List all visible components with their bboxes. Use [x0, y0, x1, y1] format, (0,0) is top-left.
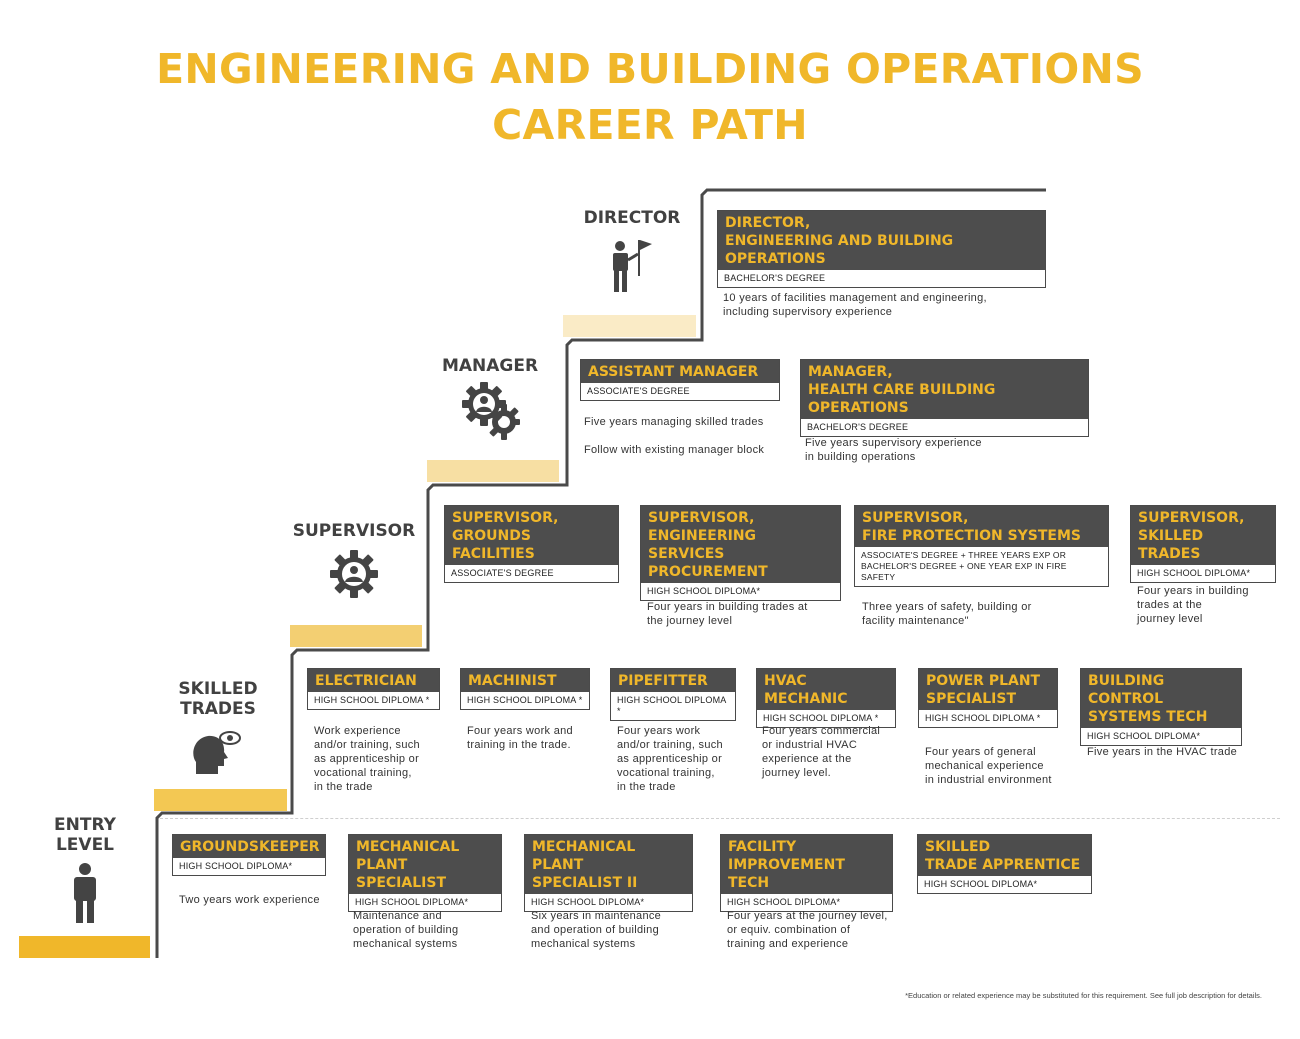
job-desc-manager-health-care: Five years supervisory experience in bui… [805, 437, 982, 463]
job-supervisor-skilled-trades: SUPERVISOR, SKILLED TRADES HIGH SCHOOL D… [1130, 505, 1276, 583]
job-skilled-trade-apprentice: SKILLED TRADE APPRENTICE HIGH SCHOOL DIP… [917, 834, 1092, 894]
job-desc-electrician: Work experience and/or training, such as… [314, 725, 420, 793]
job-desc-building-control-tech: Five years in the HVAC trade [1087, 746, 1238, 758]
level-label-manager: MANAGER [441, 356, 539, 376]
job-title: MANAGER, HEALTH CARE BUILDING OPERATIONS [801, 360, 1088, 419]
job-assistant-manager: ASSISTANT MANAGER ASSOCIATE'S DEGREE [580, 359, 780, 401]
job-title: BUILDING CONTROL SYSTEMS TECH [1081, 669, 1241, 728]
page-title-line2: CAREER PATH [492, 101, 808, 149]
job-requirement: ASSOCIATE'S DEGREE [587, 386, 690, 396]
job-title: DIRECTOR, ENGINEERING AND BUILDING OPERA… [718, 211, 1045, 270]
job-supervisor-fire: SUPERVISOR, FIRE PROTECTION SYSTEMS ASSO… [854, 505, 1109, 587]
job-desc-machinist: Four years work and training in the trad… [467, 725, 573, 751]
gear-person-icon [330, 550, 378, 598]
job-desc-mechanical-plant-specialist-2: Six years in maintenance and operation o… [531, 910, 662, 950]
footnote: *Education or related experience may be … [905, 991, 1262, 1000]
job-desc-supervisor-fire: Three years of safety, building or facil… [862, 601, 1032, 627]
step-bar-entry [19, 936, 150, 958]
step-bar-skilled [154, 789, 287, 811]
job-hvac-mechanic: HVAC MECHANIC HIGH SCHOOL DIPLOMA * [756, 668, 896, 728]
job-director: DIRECTOR, ENGINEERING AND BUILDING OPERA… [717, 210, 1046, 288]
level-divider [160, 818, 1280, 819]
job-requirement: HIGH SCHOOL DIPLOMA * [617, 695, 726, 716]
job-mechanical-plant-specialist-2: MECHANICAL PLANT SPECIALIST II HIGH SCHO… [524, 834, 693, 912]
job-pipefitter: PIPEFITTER HIGH SCHOOL DIPLOMA * [610, 668, 736, 721]
job-title: MECHANICAL PLANT SPECIALIST II [525, 835, 692, 894]
job-requirement: HIGH SCHOOL DIPLOMA* [1137, 568, 1251, 578]
job-requirement: BACHELOR'S DEGREE [724, 273, 826, 283]
job-requirement: HIGH SCHOOL DIPLOMA * [467, 695, 583, 705]
job-title: FACILITY IMPROVEMENT TECH [721, 835, 892, 894]
step-bar-director [563, 315, 696, 337]
job-manager-health-care: MANAGER, HEALTH CARE BUILDING OPERATIONS… [800, 359, 1089, 437]
job-requirement: HIGH SCHOOL DIPLOMA* [531, 897, 645, 907]
job-desc-assistant-manager: Five years managing skilled trades Follo… [584, 416, 765, 456]
job-desc-pipefitter: Four years work and/or training, such as… [617, 725, 723, 793]
page-title-line1: ENGINEERING AND BUILDING OPERATIONS [156, 45, 1144, 93]
job-requirement: BACHELOR'S DEGREE [807, 422, 909, 432]
job-title: SKILLED TRADE APPRENTICE [918, 835, 1091, 876]
job-mechanical-plant-specialist: MECHANICAL PLANT SPECIALIST HIGH SCHOOL … [348, 834, 502, 912]
job-requirement: HIGH SCHOOL DIPLOMA * [763, 713, 879, 723]
job-desc-mechanical-plant-specialist: Maintenance and operation of building me… [353, 910, 459, 950]
job-title: ASSISTANT MANAGER [581, 360, 779, 383]
level-label-director: DIRECTOR [583, 208, 681, 228]
job-title: SUPERVISOR, GROUNDS FACILITIES [445, 506, 618, 565]
job-facility-improvement-tech: FACILITY IMPROVEMENT TECH HIGH SCHOOL DI… [720, 834, 893, 912]
job-title: SUPERVISOR, FIRE PROTECTION SYSTEMS [855, 506, 1108, 547]
job-power-plant-specialist: POWER PLANT SPECIALIST HIGH SCHOOL DIPLO… [918, 668, 1058, 728]
job-requirement: HIGH SCHOOL DIPLOMA* [1087, 731, 1201, 741]
head-eye-icon [193, 731, 241, 774]
step-bar-manager [427, 460, 559, 482]
job-title: PIPEFITTER [611, 669, 735, 692]
job-title: POWER PLANT SPECIALIST [919, 669, 1057, 710]
job-requirement: HIGH SCHOOL DIPLOMA* [924, 879, 1038, 889]
gears-person-icon [462, 382, 520, 440]
job-requirement: HIGH SCHOOL DIPLOMA* [355, 897, 469, 907]
job-desc-groundskeeper: Two years work experience [179, 894, 320, 906]
job-requirement: ASSOCIATE'S DEGREE + THREE YEARS EXP OR … [861, 550, 1067, 582]
job-title: SUPERVISOR, ENGINEERING SERVICES PROCURE… [641, 506, 840, 583]
job-desc-supervisor-skilled-trades: Four years in building trades at the jou… [1137, 585, 1249, 625]
person-icon [74, 863, 96, 923]
job-desc-power-plant-specialist: Four years of general mechanical experie… [925, 746, 1052, 786]
job-requirement: ASSOCIATE'S DEGREE [451, 568, 554, 578]
job-requirement: HIGH SCHOOL DIPLOMA * [925, 713, 1041, 723]
level-label-skilled: SKILLED TRADES [178, 679, 258, 719]
job-title: SUPERVISOR, SKILLED TRADES [1131, 506, 1275, 565]
job-title: ELECTRICIAN [308, 669, 439, 692]
job-desc-supervisor-engineering: Four years in building trades at the jou… [647, 601, 808, 627]
job-title: GROUNDSKEEPER [173, 835, 325, 858]
job-desc-facility-improvement-tech: Four years at the journey level, or equi… [727, 910, 888, 950]
job-supervisor-grounds: SUPERVISOR, GROUNDS FACILITIES ASSOCIATE… [444, 505, 619, 583]
job-requirement: HIGH SCHOOL DIPLOMA* [727, 897, 841, 907]
job-title: HVAC MECHANIC [757, 669, 895, 710]
job-requirement: HIGH SCHOOL DIPLOMA* [647, 586, 761, 596]
person-flag-icon [613, 240, 652, 292]
job-requirement: HIGH SCHOOL DIPLOMA * [314, 695, 430, 705]
job-groundskeeper: GROUNDSKEEPER HIGH SCHOOL DIPLOMA* [172, 834, 326, 876]
level-label-entry: ENTRY LEVEL [54, 815, 116, 855]
job-desc-director: 10 years of facilities management and en… [723, 292, 987, 318]
level-label-supervisor: SUPERVISOR [292, 521, 416, 541]
job-machinist: MACHINIST HIGH SCHOOL DIPLOMA * [460, 668, 590, 710]
job-title: MECHANICAL PLANT SPECIALIST [349, 835, 501, 894]
step-bar-supervisor [290, 625, 422, 647]
job-supervisor-engineering: SUPERVISOR, ENGINEERING SERVICES PROCURE… [640, 505, 841, 601]
job-desc-hvac-mechanic: Four years commercial or industrial HVAC… [762, 725, 881, 779]
job-requirement: HIGH SCHOOL DIPLOMA* [179, 861, 293, 871]
job-title: MACHINIST [461, 669, 589, 692]
job-building-control-tech: BUILDING CONTROL SYSTEMS TECH HIGH SCHOO… [1080, 668, 1242, 746]
job-electrician: ELECTRICIAN HIGH SCHOOL DIPLOMA * [307, 668, 440, 710]
